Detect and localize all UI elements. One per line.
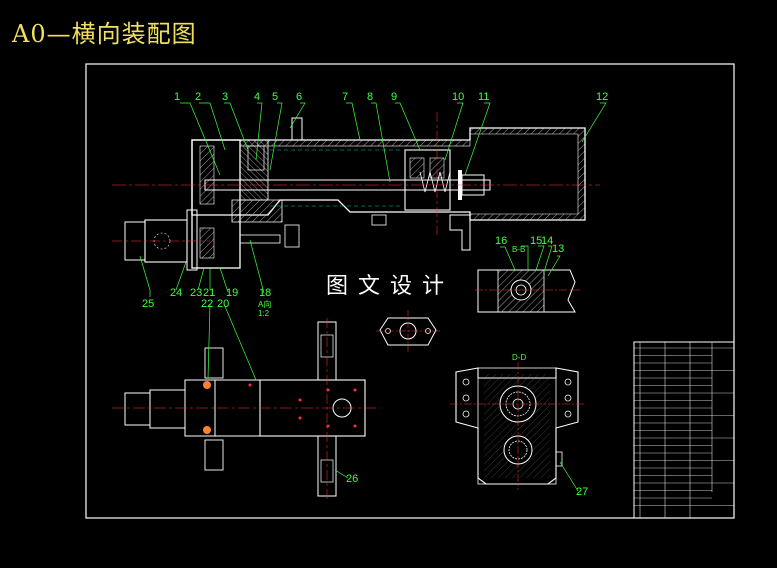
callout-20: 20 [217, 298, 229, 310]
section-label-dd: D-D [512, 353, 526, 362]
callout-22: 22 [201, 298, 213, 310]
callout-27: 27 [576, 486, 588, 498]
view-label-a: A向 [258, 299, 271, 309]
main-section-view [112, 112, 600, 271]
motor-side [124, 209, 198, 271]
callout-19: 19 [226, 287, 238, 299]
callout-13: 13 [552, 243, 564, 255]
title-block [633, 341, 735, 519]
callout-18: 18 [259, 287, 271, 299]
title-block-rows [634, 347, 734, 506]
callout-1: 1 [174, 91, 180, 103]
callout-16: 16 [495, 235, 507, 247]
drawing-frame [85, 63, 735, 519]
callout-6: 6 [296, 91, 302, 103]
callout-23: 23 [190, 287, 202, 299]
callout-24: 24 [170, 287, 182, 299]
section-b-b [475, 269, 580, 313]
callout-12: 12 [596, 91, 608, 103]
callout-8: 8 [367, 91, 373, 103]
callout-25: 25 [142, 298, 154, 310]
flange-view [376, 310, 440, 352]
callout-5: 5 [272, 91, 278, 103]
top-view [112, 318, 380, 500]
callout-11: 11 [478, 91, 489, 103]
scale-label: 1:2 [258, 309, 270, 318]
callout-26: 26 [346, 473, 358, 485]
callout-7: 7 [342, 91, 348, 103]
watermark-text: 图文设计 [326, 274, 454, 299]
callout-15: 15 [530, 235, 542, 247]
callout-3: 3 [222, 91, 228, 103]
callout-10: 10 [452, 91, 464, 103]
callout-2: 2 [195, 91, 201, 103]
leader-lines [139, 102, 607, 492]
callout-9: 9 [391, 91, 397, 103]
section-label-bb: B-B [512, 245, 525, 254]
section-d-d [450, 362, 585, 490]
callout-4: 4 [254, 91, 260, 103]
callout-14: 14 [541, 235, 553, 247]
callout-21: 21 [203, 287, 215, 299]
callout-labels: 1 2 3 4 5 6 7 8 9 10 11 12 16 15 14 13 2… [142, 91, 608, 498]
drawing-title: A0—横向装配图 [12, 20, 197, 48]
